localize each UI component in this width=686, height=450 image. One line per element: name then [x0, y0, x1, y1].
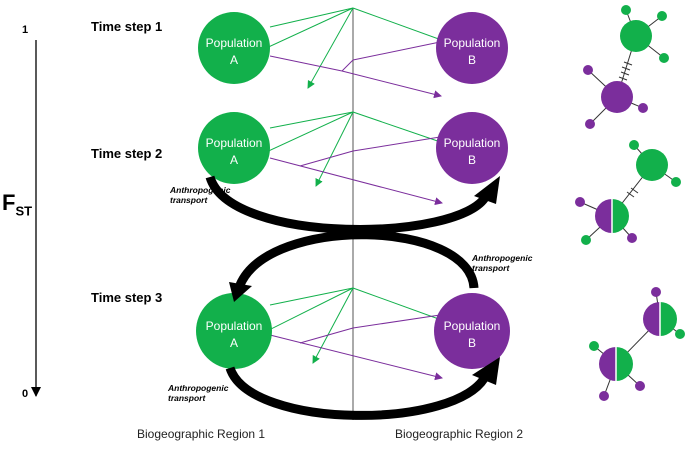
population-a-letter: A: [229, 153, 238, 167]
transport-label-step-3-lower: Anthropogenic transport: [168, 383, 229, 403]
fst-axis-label-sub: ST: [15, 203, 33, 219]
population-a-step-3: [196, 293, 272, 369]
time-step-1-label: Time step 1: [91, 19, 163, 34]
fst-axis-label: FST: [2, 190, 32, 218]
population-a-name: Population: [205, 319, 263, 333]
time-step-3-label: Time step 3: [91, 290, 163, 305]
population-b-letter: B: [467, 53, 476, 67]
population-b-step-2: [436, 112, 508, 184]
population-b-label-step-1: Population B: [436, 35, 508, 69]
population-b-step-1: [436, 12, 508, 84]
time-step-2-label: Time step 2: [91, 146, 163, 161]
transport-arrow-step-2: [205, 175, 500, 234]
population-a-letter: A: [229, 336, 238, 350]
population-b-letter: B: [467, 336, 476, 350]
population-b-label-step-3: Population B: [436, 318, 508, 352]
haplotype-network-step-1: [583, 5, 669, 129]
region-1-label: Biogeographic Region 1: [137, 427, 266, 441]
transport-arrow-step-3-upper: [229, 230, 479, 302]
population-a-step-1: [198, 12, 270, 84]
population-b-label-step-2: Population B: [436, 135, 508, 169]
population-a-step-2: [198, 112, 270, 184]
haplotype-network-step-3: [589, 287, 685, 401]
population-b-name: Population: [443, 36, 501, 50]
fst-axis-bottom-tick: 0: [22, 388, 29, 400]
transport-label-step-2: Anthropogenic transport: [170, 185, 231, 205]
population-a-name: Population: [205, 36, 263, 50]
population-b-step-3: [434, 293, 510, 369]
transport-arrow-step-3-lower: [225, 357, 500, 420]
population-a-label-step-1: Population A: [198, 35, 270, 69]
haplotype-network-step-2: [575, 140, 681, 245]
population-a-label-step-2: Population A: [198, 135, 270, 169]
fst-axis-top-tick: 1: [22, 24, 29, 36]
population-b-name: Population: [443, 136, 501, 150]
fst-axis-label-main: F: [2, 190, 16, 215]
population-b-name: Population: [443, 319, 501, 333]
transport-label-step-3-upper: Anthropogenic transport: [472, 253, 533, 273]
population-a-letter: A: [229, 53, 238, 67]
gene-flow-step-3: [224, 287, 459, 381]
population-a-label-step-3: Population A: [198, 318, 270, 352]
region-2-label: Biogeographic Region 2: [395, 427, 524, 441]
population-b-letter: B: [467, 153, 476, 167]
population-a-name: Population: [205, 136, 263, 150]
